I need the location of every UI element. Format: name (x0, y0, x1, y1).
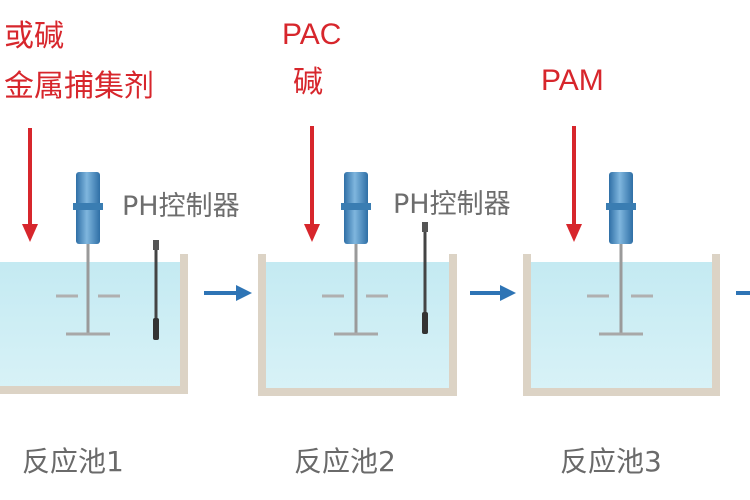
flow-arrow-1 (204, 285, 252, 301)
tank2-chemical-line2: 碱 (293, 65, 323, 100)
flow-arrow-2 (470, 285, 516, 301)
tank1 (0, 254, 188, 394)
tank2-chemical-line1: PAC (282, 18, 342, 51)
tank2-dosing-arrow (304, 126, 320, 242)
tank3-mixer (587, 172, 653, 336)
tank2-ph-controller-label: PH控制器 (393, 189, 511, 220)
tank1-dosing-arrow (22, 128, 38, 242)
tank1-chemical-line1: 或碱 (4, 19, 64, 54)
tank2-wall (258, 254, 457, 396)
tank2-mixer (322, 172, 388, 336)
tank1-ph-probe (153, 240, 159, 340)
tank3-chemical-line1: PAM (541, 64, 604, 97)
tank1-mixer (56, 172, 120, 336)
tank1-water (0, 262, 180, 390)
tank3-label: 反应池3 (560, 445, 662, 478)
tank2-label: 反应池2 (294, 445, 396, 478)
tank1-wall (0, 254, 188, 394)
tank3-wall (523, 254, 720, 396)
tank1-label: 反应池1 (22, 445, 124, 478)
tank1-ph-controller-label: PH控制器 (122, 191, 240, 222)
tank2-ph-probe (422, 222, 428, 334)
tank1-chemical-line2: 金属捕集剂 (4, 69, 154, 104)
tank3-dosing-arrow (566, 126, 582, 242)
